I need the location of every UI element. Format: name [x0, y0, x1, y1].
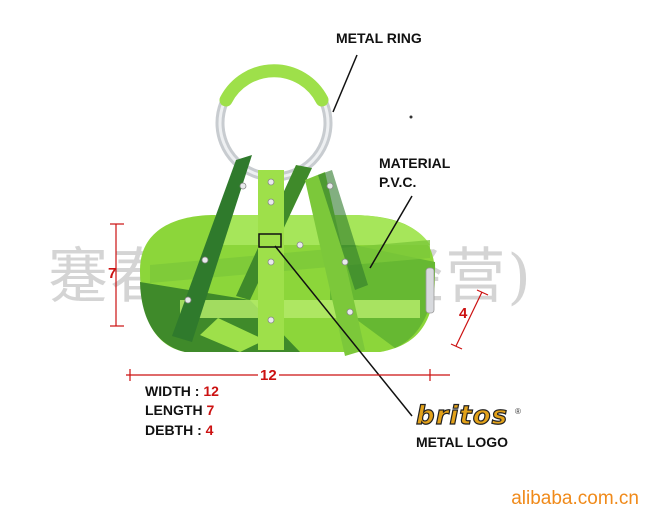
brand-logo: britos	[415, 400, 509, 431]
width-dimension-line	[126, 369, 450, 381]
spec-depth-label: DEBTH :	[145, 422, 202, 438]
spec-length-label: LENGTH	[145, 402, 203, 418]
metal-ring-label: METAL RING	[336, 30, 422, 46]
bag-rivets	[184, 178, 354, 324]
spec-depth: DEBTH : 4	[145, 422, 213, 438]
logo-marker-box	[258, 233, 282, 248]
depth-dimension-value: 4	[459, 305, 468, 322]
material-leader-line	[369, 195, 413, 269]
width-dimension-value: 12	[258, 367, 279, 384]
spec-length-value: 7	[206, 402, 215, 418]
material-label: MATERIAL	[379, 155, 451, 171]
spec-length: LENGTH 7	[145, 402, 214, 418]
height-dimension-value: 7	[108, 265, 117, 282]
spec-width-label: WIDTH :	[145, 383, 200, 399]
footer-site-name: alibaba.com.cn	[511, 488, 639, 509]
material-pvc-label: P.V.C.	[379, 174, 417, 190]
depth-dimension-line	[450, 289, 489, 350]
logo-leader-line	[274, 245, 413, 417]
brand-registered-mark: ®	[515, 407, 521, 416]
metal-ring-leader-line	[332, 54, 358, 113]
height-dimension-line	[110, 223, 124, 327]
stray-dot	[409, 115, 413, 119]
zipper-pull	[425, 267, 435, 314]
spec-depth-value: 4	[205, 422, 214, 438]
spec-width: WIDTH : 12	[145, 383, 219, 399]
metal-logo-label: METAL LOGO	[416, 434, 509, 450]
spec-width-value: 12	[203, 383, 219, 399]
